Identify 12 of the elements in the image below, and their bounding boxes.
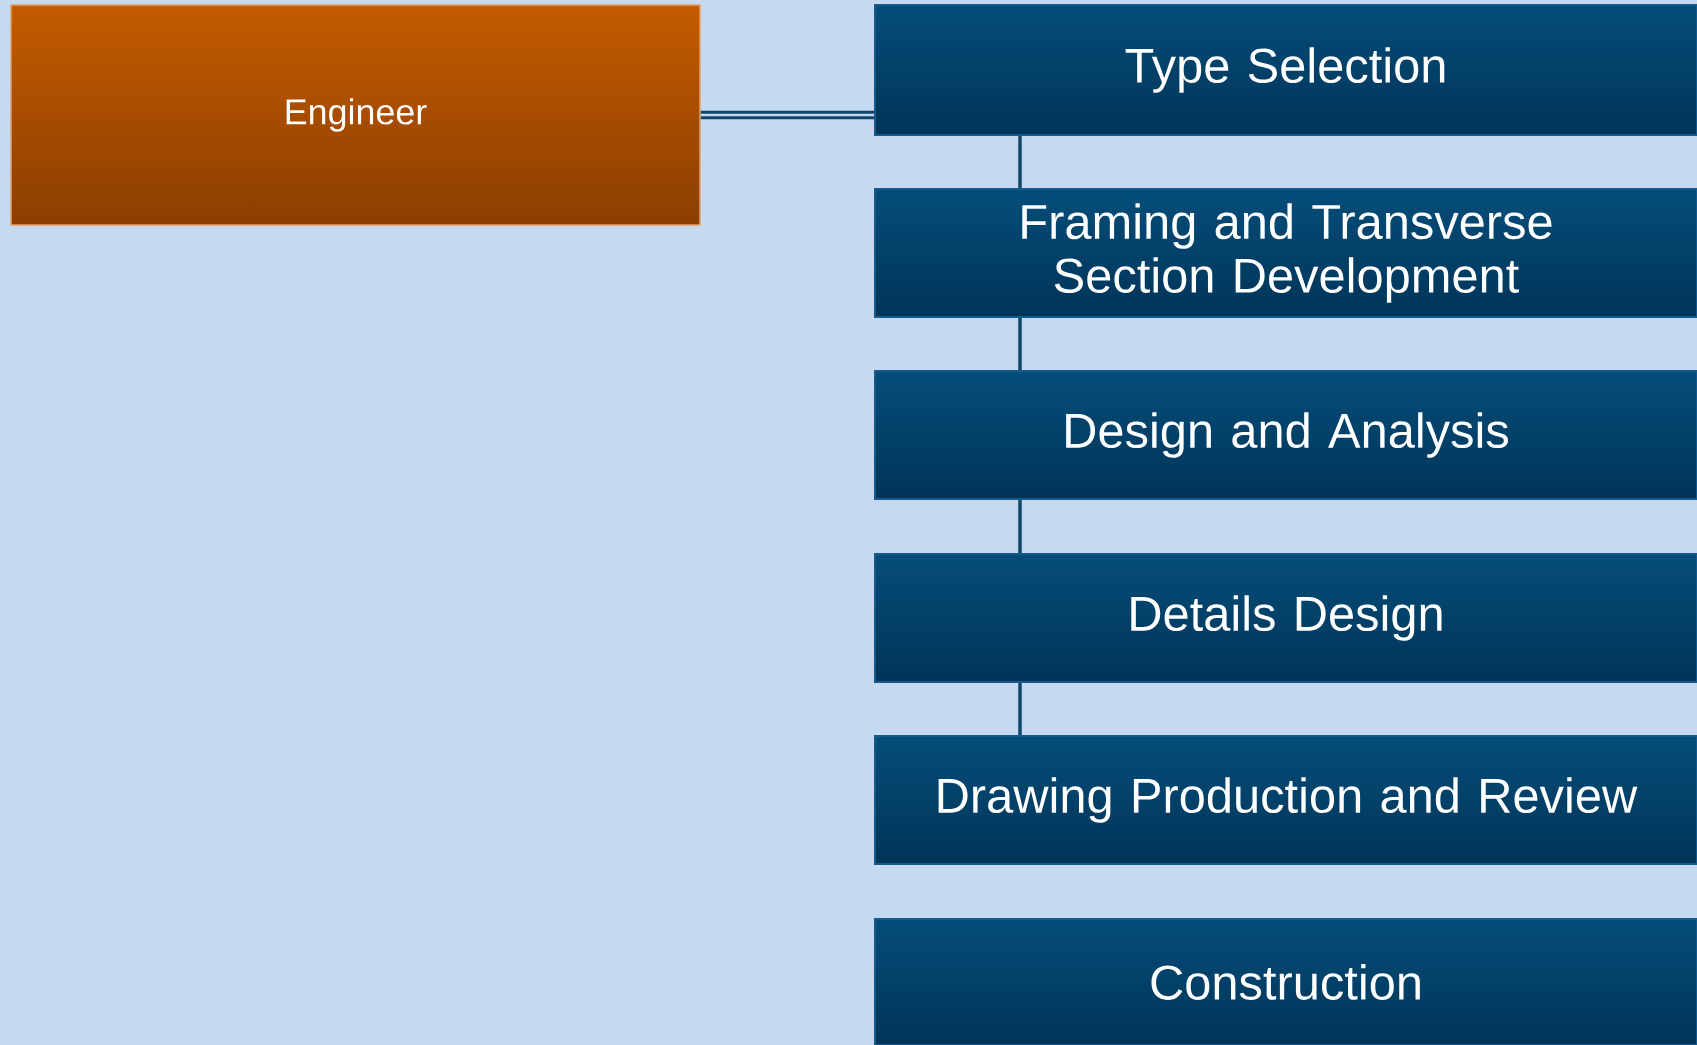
step-box: Framing and Transverse Section Development bbox=[874, 188, 1697, 318]
connector-line bbox=[1018, 136, 1022, 188]
step-box: Drawing Production and Review bbox=[874, 735, 1697, 865]
step-box: Construction bbox=[874, 918, 1697, 1045]
connector-line bbox=[1018, 318, 1022, 370]
step-box: Details Design bbox=[874, 553, 1697, 683]
connector-line bbox=[700, 110, 874, 120]
step-box: Design and Analysis bbox=[874, 370, 1697, 500]
connector-line bbox=[1018, 683, 1022, 735]
role-box: Engineer bbox=[10, 4, 701, 226]
step-box: Type Selection bbox=[874, 4, 1697, 136]
connector-line bbox=[1018, 500, 1022, 553]
